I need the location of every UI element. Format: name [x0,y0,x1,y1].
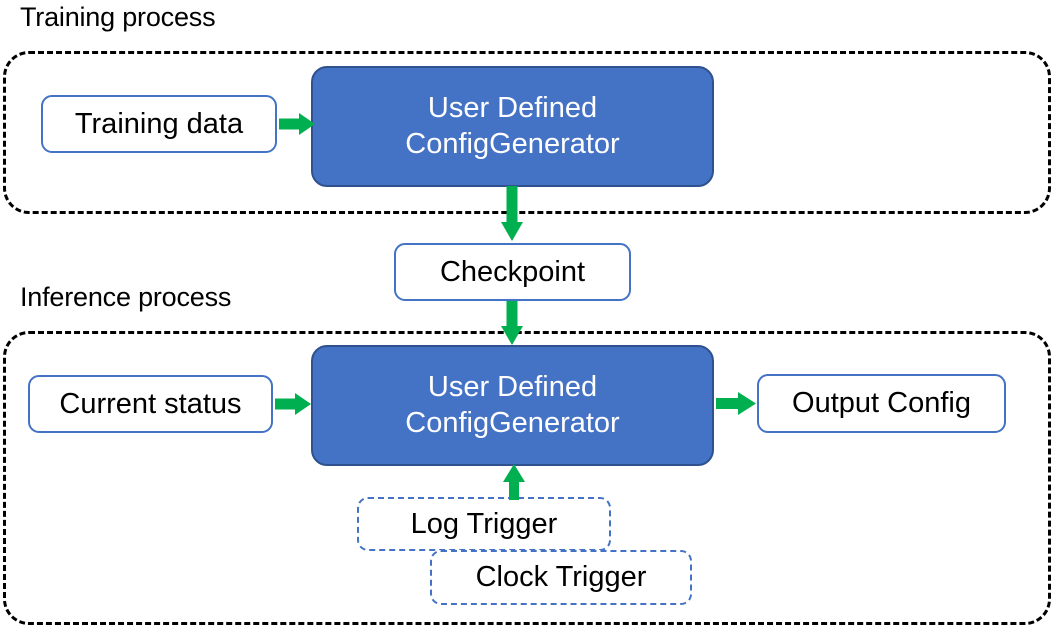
node-output-config[interactable]: Output Config [757,374,1006,433]
inference-process-caption: Inference process [20,282,232,312]
node-training-user-defined-configgenerator[interactable]: User Defined ConfigGenerator [311,66,714,187]
node-inference-generator-label-line2: ConfigGenerator [405,406,620,439]
training-process-container [3,51,1051,214]
node-training-data-label: Training data [74,107,244,140]
node-training-data[interactable]: Training data [41,95,277,153]
node-inference-user-defined-configgenerator[interactable]: User Defined ConfigGenerator [311,345,714,466]
node-log-trigger-label: Log Trigger [410,507,558,540]
node-output-config-label: Output Config [792,387,971,420]
node-checkpoint-label: Checkpoint [439,255,586,288]
node-training-generator-label-line1: User Defined [427,92,598,125]
training-process-caption: Training process [20,2,216,32]
node-clock-trigger[interactable]: Clock Trigger [430,550,692,605]
node-checkpoint[interactable]: Checkpoint [394,243,631,301]
node-inference-generator-label-line1: User Defined [427,371,598,404]
node-current-status[interactable]: Current status [28,375,273,433]
node-clock-trigger-label: Clock Trigger [475,561,647,594]
node-log-trigger[interactable]: Log Trigger [357,497,611,551]
inference-process-container [3,331,1051,625]
node-training-generator-label-line2: ConfigGenerator [405,127,620,160]
node-current-status-label: Current status [59,387,242,420]
